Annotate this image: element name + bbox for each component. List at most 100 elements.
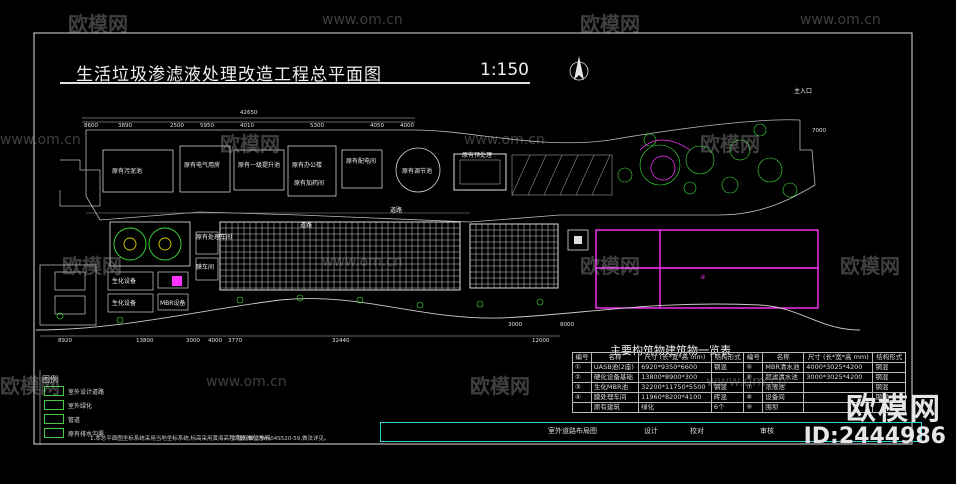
pond (595, 229, 819, 309)
site-boundary-lower (35, 298, 861, 331)
table-cell: 13800*8900*300 (638, 372, 712, 383)
building-electric (179, 145, 231, 193)
north-arrow-icon (569, 56, 589, 81)
table-cell: ⑧ (743, 392, 764, 403)
dimension: 7000 (812, 128, 826, 134)
mbr-tank-grid (219, 221, 559, 291)
building-label: 原有一级提升池 (238, 162, 281, 169)
drawing-scale: 1:150 (480, 60, 529, 80)
title-block-cell: 室外道路布局图 (548, 427, 597, 435)
hatched-strip (511, 154, 613, 196)
dimension: 4000 (208, 338, 222, 344)
lower-left-buildings (39, 231, 219, 326)
table-header: 编号 (572, 352, 592, 363)
table-cell: 设备间 (762, 392, 805, 403)
table-cell (803, 402, 874, 413)
road-label-1: 道路 (390, 207, 403, 214)
building-label: 原有调节池 (402, 168, 433, 175)
building-office (287, 145, 337, 197)
dimension: 3770 (228, 338, 242, 344)
table-cell: 钢混 (872, 362, 906, 373)
table-cell: UASB池(2座) (590, 362, 640, 373)
drawing-title: 生活垃圾渗滤液处理改造工程总平面图 (76, 65, 382, 85)
watermark-brand: 欧模网 (700, 132, 760, 156)
corner-brand: 欧模网 (846, 392, 942, 427)
dimension: 8920 (58, 338, 72, 344)
watermark-brand: 欧模网 (220, 132, 280, 156)
dimension: 4000 (400, 123, 414, 129)
table-cell: 硬化设备基础 (590, 372, 640, 383)
building-label: 生化设备 (112, 278, 137, 285)
dimension: 3000 (508, 322, 522, 328)
table-header: 尺寸 (长*宽*高 mm) (803, 352, 874, 363)
watermark-brand: 欧模网 (580, 254, 640, 278)
dimension: 42650 (240, 110, 258, 116)
table-cell: 膜处理车间 (590, 392, 640, 403)
watermark-site: www.om.cn (206, 374, 287, 390)
table-cell (572, 402, 592, 413)
dimension: 8000 (560, 322, 574, 328)
title-underline (60, 82, 530, 84)
table-cell (872, 402, 906, 413)
table-cell: 6920*9350*6600 (638, 362, 712, 373)
table-cell: 钢混 (710, 362, 745, 373)
table-cell: 32200*11750*5500 (638, 382, 712, 393)
watermark-brand: 欧模网 (68, 12, 128, 36)
legend-swatch (44, 386, 64, 396)
legend-item: 原有排水沟渠 (68, 431, 105, 438)
drawing-frame (33, 32, 913, 445)
watermark-brand: 欧模网 (0, 374, 60, 398)
legend-swatch (44, 400, 64, 410)
title-block-cell: 校对 (690, 427, 704, 435)
watermark-site: www.om.cn (800, 12, 881, 28)
table-cell: MBR清水池 (762, 362, 805, 373)
watermark-site: www.om.cn (322, 254, 403, 270)
table-header-row: 编号 名称 尺寸 (长*宽*高 mm) 结构形式 编号 名称 尺寸 (长*宽*高… (572, 352, 906, 363)
uasb-tanks (109, 221, 191, 267)
dimension: 4050 (370, 123, 384, 129)
building-power (341, 149, 383, 189)
component-table: 编号 名称 尺寸 (长*宽*高 mm) 结构形式 编号 名称 尺寸 (长*宽*高… (572, 352, 906, 413)
dimension: 12000 (532, 338, 550, 344)
dimension: 13800 (136, 338, 154, 344)
title-block-cell: 设计 (644, 427, 658, 435)
table-cell: ① (572, 362, 592, 373)
building-label: 原有办公楼 (292, 162, 323, 169)
building-label: 原有加药间 (294, 180, 325, 187)
pretreatment (453, 153, 507, 191)
watermark-site: www.om.cn (0, 132, 81, 148)
table-cell: 生化MBR池 (590, 382, 640, 393)
table-header: 名称 (590, 352, 640, 363)
watermark-site: www.om.cn (464, 132, 545, 148)
table-cell: 绿化 (638, 402, 712, 413)
table-header: 结构形式 (710, 352, 745, 363)
pond-number: ④ (700, 274, 706, 281)
watermark-brand: 欧模网 (840, 254, 900, 278)
table-cell: 11960*8200*4100 (638, 392, 712, 403)
table-cell: 原有建筑 (590, 402, 640, 413)
building-label: 原有电气用房 (184, 162, 221, 169)
dimension: 3890 (118, 123, 132, 129)
table-cell: 3000*3025*4200 (803, 372, 874, 383)
legend-item: 室外绿化 (68, 403, 93, 410)
table-cell: 砖混 (710, 392, 745, 403)
watermark-site: www.om.cn (706, 374, 787, 390)
building-label: MBR设备 (160, 300, 186, 307)
table-cell: ⑨ (743, 402, 764, 413)
legend-title: 图例 (42, 375, 58, 384)
building-label: 膜车间 (196, 264, 215, 271)
table-header: 结构形式 (872, 352, 906, 363)
building-lift (233, 149, 285, 191)
road-label-2: 道路 (300, 222, 313, 229)
building-label: 原有配电间 (346, 158, 377, 165)
watermark-brand: 欧模网 (580, 12, 640, 36)
table-cell: 6个 (710, 402, 745, 413)
note-2: 2.管网做法参照04S520-59,做法详见。 (232, 436, 330, 442)
building-label: 原有处理车间 (196, 234, 233, 241)
table-cell: ② (572, 372, 592, 383)
